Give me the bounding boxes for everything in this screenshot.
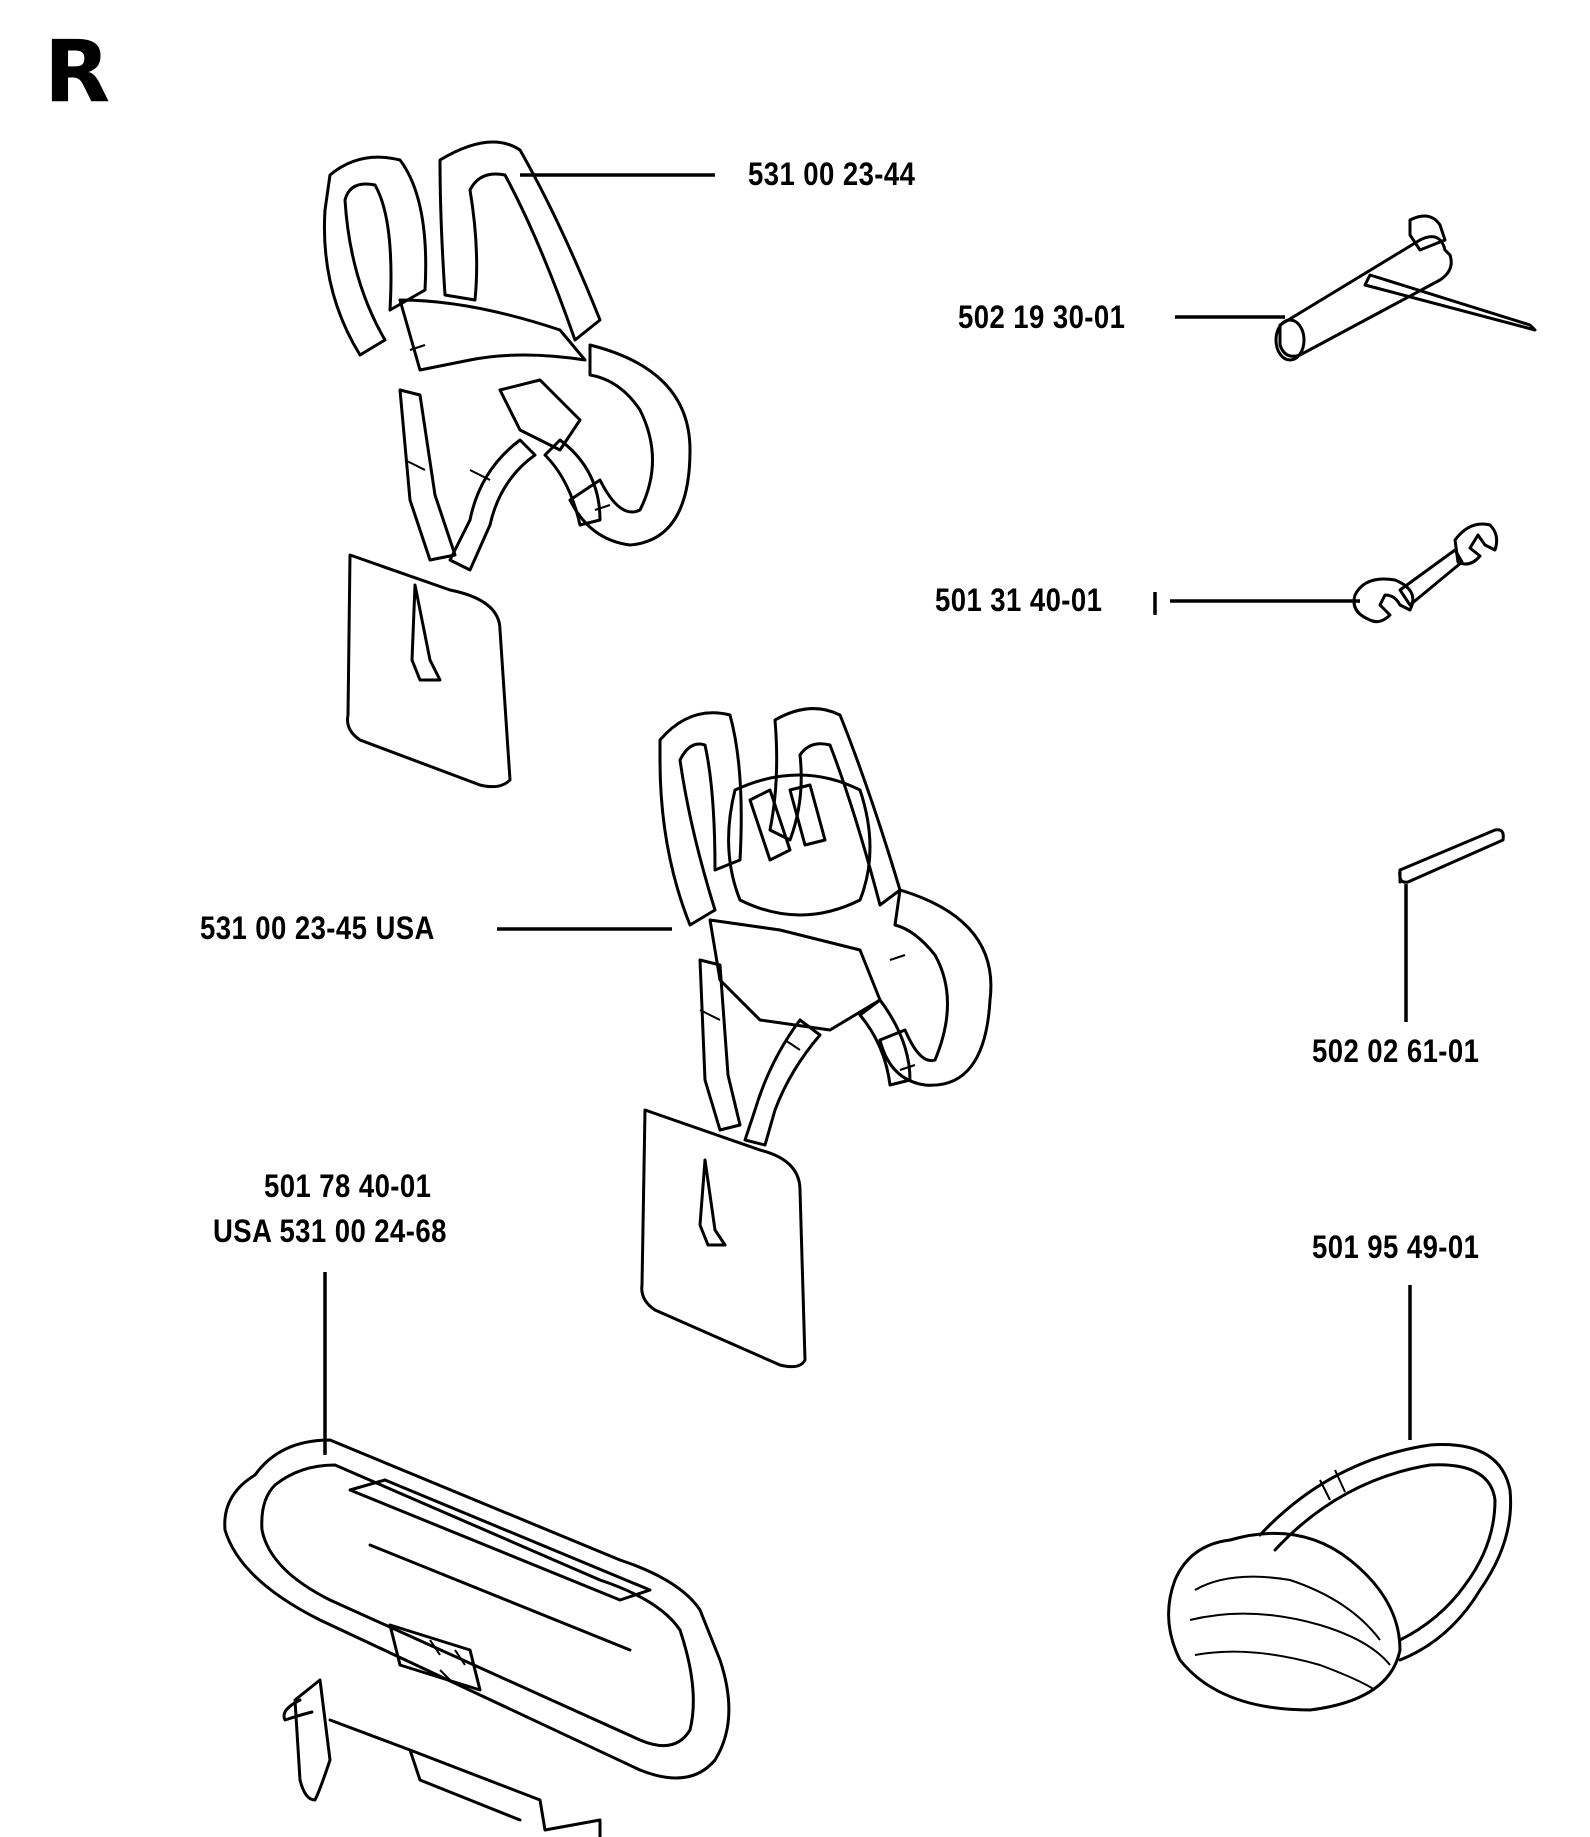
wrench-drawing	[1352, 522, 1499, 624]
section-letter: R	[44, 22, 111, 122]
hip-pad-drawing	[223, 1438, 731, 1837]
part-number-harness-2: 531 00 23-45 USA	[200, 910, 435, 946]
combination-spanner-drawing	[1274, 214, 1537, 362]
pin-drawing	[1398, 828, 1505, 884]
part-number-hip-pad-usa: USA 531 00 24-68	[213, 1213, 447, 1249]
harness-1-drawing	[322, 140, 692, 789]
part-number-hip-pad: 501 78 40-01	[264, 1168, 432, 1204]
part-number-harness-1: 531 00 23-44	[748, 156, 916, 192]
part-number-pin: 502 02 61-01	[1312, 1033, 1480, 1069]
part-number-ear-protector: 501 95 49-01	[1312, 1229, 1480, 1265]
harness-2-drawing	[640, 707, 993, 1369]
ear-protector-drawing	[1167, 1443, 1513, 1712]
leader-lines	[323, 173, 1412, 1455]
part-number-wrench: 501 31 40-01	[935, 582, 1103, 618]
part-number-combination-spanner: 502 19 30-01	[958, 299, 1126, 335]
